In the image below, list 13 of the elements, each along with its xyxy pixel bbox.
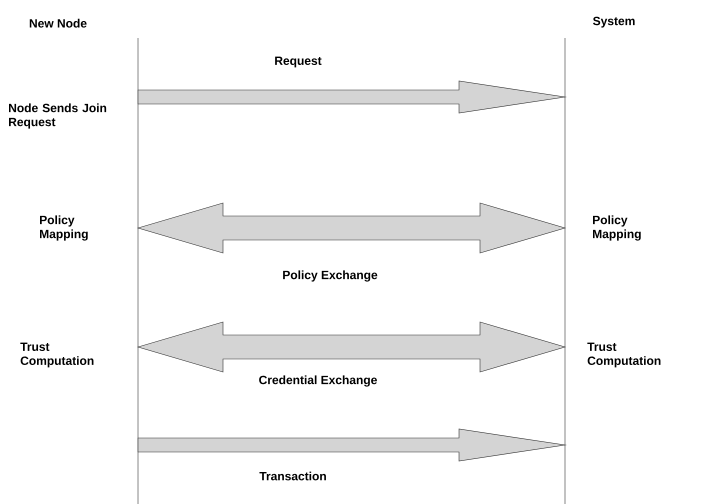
edge-label: Transaction — [259, 472, 326, 480]
side-label: Trust Computation — [20, 342, 94, 368]
side-label: Policy Mapping — [593, 215, 641, 241]
edge-label: Credential Exchange — [259, 375, 377, 387]
edge-label: Request — [275, 56, 322, 68]
node-label: New Node — [30, 18, 87, 28]
block-arrow — [138, 428, 568, 462]
node-label: System — [593, 16, 635, 28]
side-label: Policy Mapping — [40, 215, 88, 241]
block-arrow — [138, 80, 568, 114]
side-label: Trust Computation — [587, 342, 660, 368]
side-label: Node Sends Join Request — [9, 103, 106, 129]
edge-label: Policy Exchange — [283, 270, 378, 282]
